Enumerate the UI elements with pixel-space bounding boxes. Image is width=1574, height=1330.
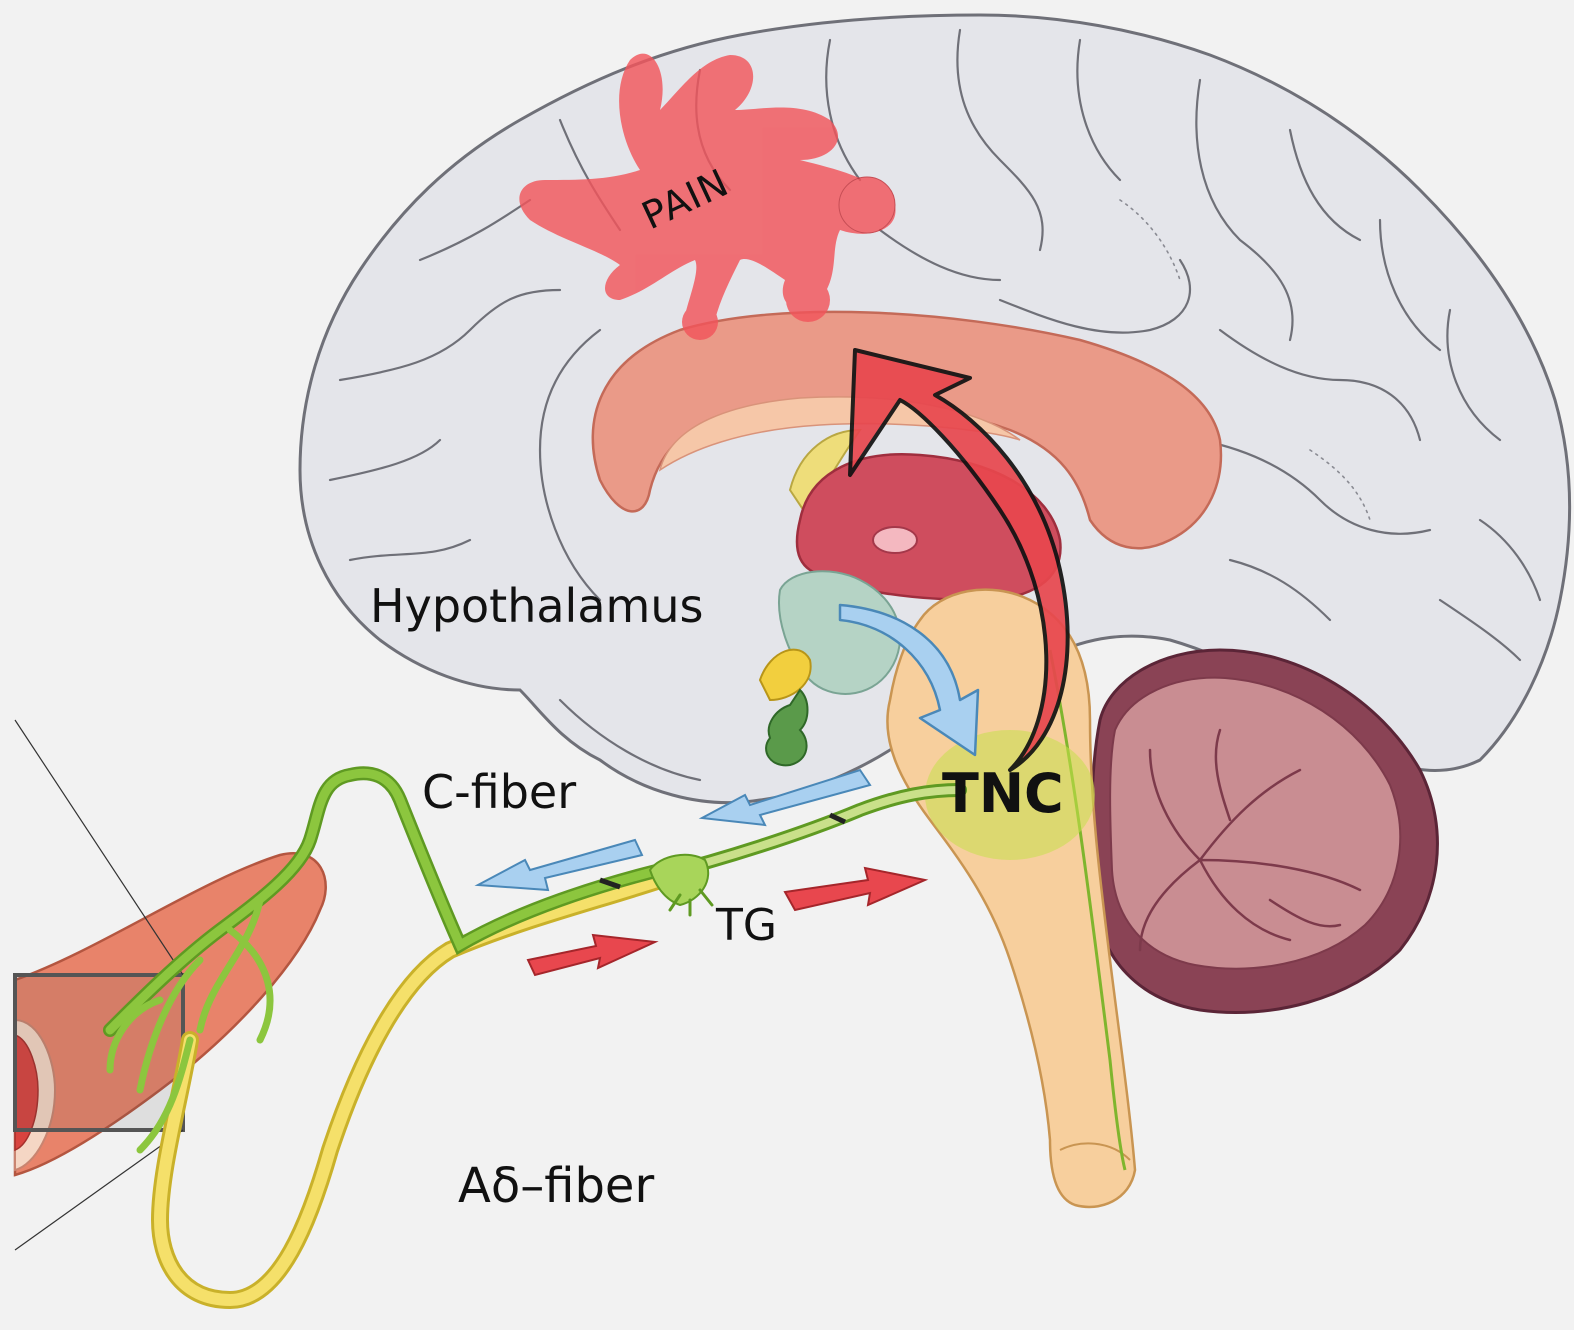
tnc-label: TNC [942, 762, 1064, 825]
red-arrow-lower [528, 935, 655, 975]
a-delta-fiber-label: Aδ–fiber [458, 1158, 654, 1214]
red-arrow-upper [785, 868, 925, 910]
zoom-line-top [15, 720, 183, 975]
c-fiber-label: C-fiber [422, 765, 576, 819]
hypothalamus-label: Hypothalamus [370, 579, 703, 633]
brainstem [887, 590, 1135, 1207]
tg-label: TG [715, 900, 777, 951]
